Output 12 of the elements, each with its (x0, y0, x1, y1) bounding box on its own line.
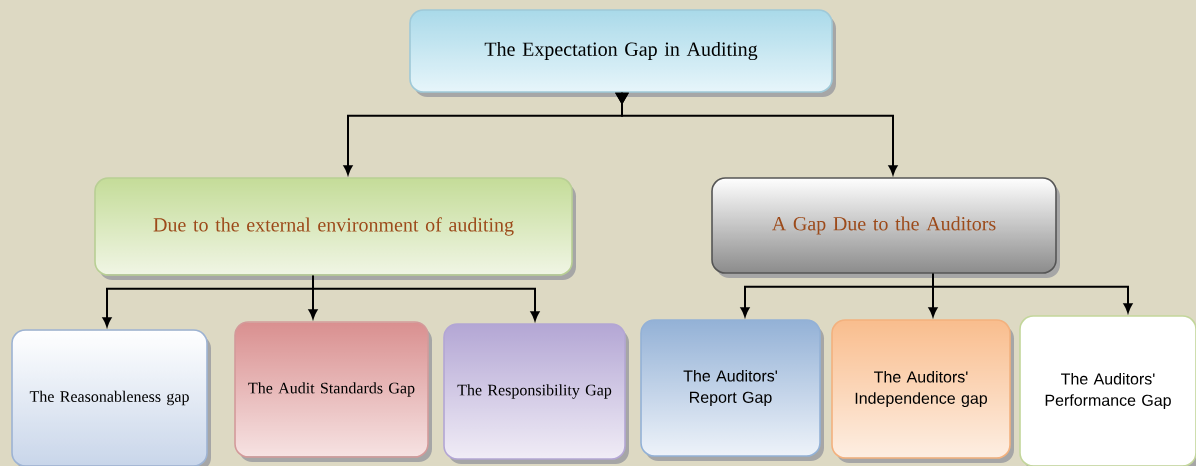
rounded-box: The Auditors' Report Gap (640, 319, 824, 461)
rounded-box: The Expectation Gap in Auditing (409, 9, 836, 97)
rounded-box: Due to the external environment of auditing (94, 177, 576, 280)
rounded-box: The Audit Standards Gap (234, 321, 432, 462)
arrow (312, 274, 540, 321)
arrow (932, 272, 1133, 313)
rounded-box: The Responsibility Gap (443, 323, 629, 464)
arrow (615, 91, 898, 175)
rounded-box: The Reasonableness gap (11, 329, 211, 466)
rounded-box: A Gap Due to the Auditors (711, 177, 1060, 278)
rounded-box: The Auditors' Independence gap (831, 319, 1014, 463)
rounded-box: The Auditors' Performance Gap (1019, 315, 1196, 466)
